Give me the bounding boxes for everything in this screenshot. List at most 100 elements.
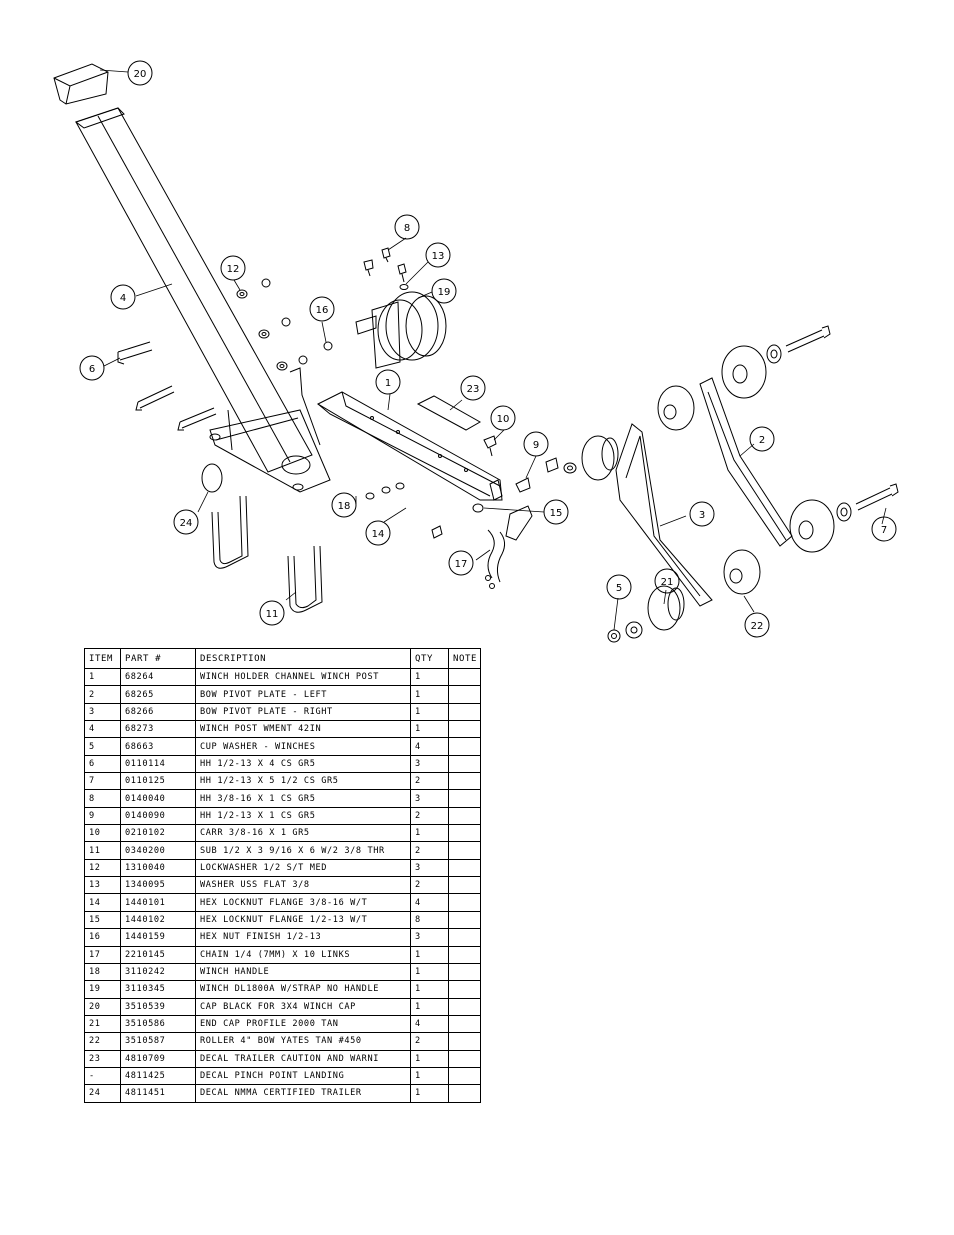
cell-part-number: 68273: [120, 720, 196, 739]
part-small-hardware: [236, 278, 333, 371]
header-part-number: PART #: [120, 648, 196, 669]
cell-description: WINCH HANDLE: [195, 962, 411, 982]
cell-item: 4: [84, 720, 121, 739]
cell-item: 10: [84, 824, 121, 843]
balloon-17: 17: [448, 550, 474, 576]
part-carriage-bolt-10: [483, 435, 497, 457]
cell-note: [448, 806, 481, 826]
cell-description: DECAL PINCH POINT LANDING: [195, 1066, 411, 1086]
cell-qty: 3: [410, 789, 449, 808]
cell-description: HEX LOCKNUT FLANGE 1/2-13 W/T: [195, 910, 411, 930]
cell-item: 1: [84, 667, 121, 687]
svg-text:17: 17: [455, 559, 468, 570]
cell-note: [448, 893, 481, 912]
cell-item: 14: [84, 893, 121, 912]
cell-part-number: 0110114: [120, 754, 196, 774]
cell-description: HH 3/8-16 X 1 CS GR5: [195, 789, 411, 808]
balloon-7: 7: [871, 516, 897, 542]
part-bolts-6: [117, 341, 217, 431]
cell-note: [448, 1084, 481, 1103]
balloon-6: 6: [79, 355, 105, 381]
cell-qty: 2: [410, 806, 449, 826]
cell-description: SUB 1/2 X 3 9/16 X 6 W/2 3/8 THR: [195, 841, 411, 860]
cell-description: HH 1/2-13 X 4 CS GR5: [195, 754, 411, 774]
svg-text:13: 13: [432, 251, 445, 262]
cell-qty: 3: [410, 858, 449, 878]
header-description: DESCRIPTION: [195, 648, 411, 669]
cell-description: CHAIN 1/4 (7MM) X 10 LINKS: [195, 945, 411, 964]
cell-part-number: 2210145: [120, 945, 196, 964]
cell-note: [448, 876, 481, 895]
cell-part-number: 68265: [120, 685, 196, 704]
cell-part-number: 0140090: [120, 806, 196, 826]
cell-item: 8: [84, 789, 121, 808]
cell-note: [448, 754, 481, 774]
cell-part-number: 3110242: [120, 962, 196, 982]
part-bolts-7: [785, 325, 899, 511]
part-winch-post-4: [74, 107, 331, 493]
cell-description: END CAP PROFILE 2000 TAN: [195, 1014, 411, 1034]
svg-text:21: 21: [661, 577, 674, 588]
balloon-4: 4: [110, 284, 136, 310]
cell-item: 9: [84, 806, 121, 826]
cell-note: [448, 667, 481, 687]
cell-note: [448, 928, 481, 947]
balloon-19: 19: [431, 278, 457, 304]
cell-item: 23: [84, 1049, 121, 1068]
cell-item: 16: [84, 928, 121, 947]
cell-note: [448, 962, 481, 982]
balloon-13: 13: [425, 242, 451, 268]
cell-part-number: 0110125: [120, 772, 196, 791]
cell-note: [448, 910, 481, 930]
cell-qty: 3: [410, 754, 449, 774]
svg-text:8: 8: [404, 223, 410, 234]
cell-qty: 1: [410, 1049, 449, 1068]
cell-description: BOW PIVOT PLATE - LEFT: [195, 685, 411, 704]
balloon-18: 18: [331, 492, 357, 518]
cell-qty: 4: [410, 737, 449, 756]
svg-text:18: 18: [338, 501, 351, 512]
cell-qty: 1: [410, 945, 449, 964]
cell-item: 18: [84, 962, 121, 982]
cell-note: [448, 1049, 481, 1068]
svg-text:12: 12: [227, 264, 240, 275]
cell-description: LOCKWASHER 1/2 S/T MED: [195, 858, 411, 878]
cell-note: [448, 737, 481, 756]
cell-part-number: 3510586: [120, 1014, 196, 1034]
cell-part-number: 3110345: [120, 980, 196, 999]
part-washers-5: [607, 344, 852, 643]
cell-note: [448, 858, 481, 878]
cell-description: WASHER USS FLAT 3/8: [195, 876, 411, 895]
cell-item: 11: [84, 841, 121, 860]
svg-text:5: 5: [616, 583, 622, 594]
cell-item: 20: [84, 997, 121, 1016]
cell-item: -: [84, 1066, 121, 1086]
cell-description: HH 1/2-13 X 5 1/2 CS GR5: [195, 772, 411, 791]
cell-note: [448, 980, 481, 999]
svg-text:14: 14: [372, 529, 385, 540]
cell-part-number: 4810709: [120, 1049, 196, 1068]
svg-text:15: 15: [550, 508, 563, 519]
part-winch-19: [355, 291, 447, 369]
balloon-23: 23: [460, 375, 486, 401]
cell-qty: 1: [410, 997, 449, 1016]
cell-description: CUP WASHER - WINCHES: [195, 737, 411, 756]
balloon-22: 22: [744, 612, 770, 638]
cell-item: 21: [84, 1014, 121, 1034]
cell-note: [448, 1014, 481, 1034]
cell-description: HEX NUT FINISH 1/2-13: [195, 928, 411, 947]
cell-item: 13: [84, 876, 121, 895]
balloon-9: 9: [523, 431, 549, 457]
cell-part-number: 1440159: [120, 928, 196, 947]
